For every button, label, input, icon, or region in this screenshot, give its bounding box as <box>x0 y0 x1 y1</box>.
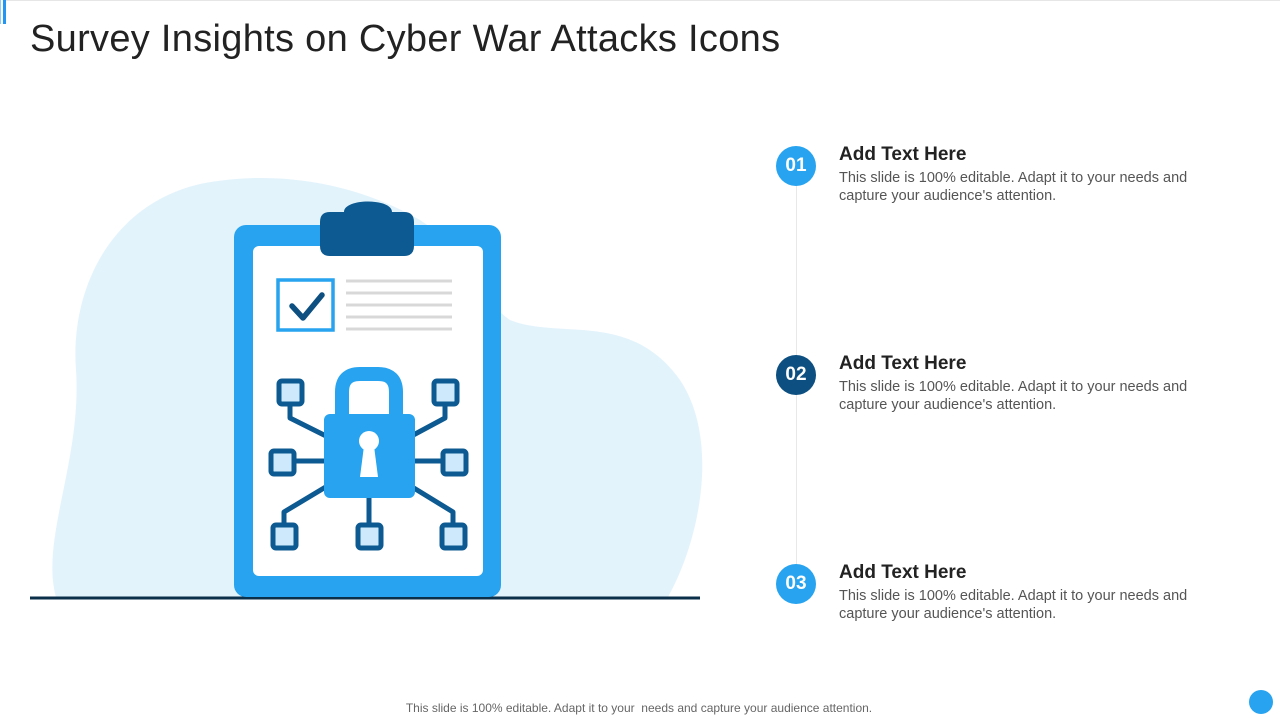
step-number-badge: 01 <box>776 146 816 186</box>
padlock-icon <box>324 367 415 498</box>
step-number-badge: 03 <box>776 564 816 604</box>
step-title: Add Text Here <box>839 562 967 583</box>
check-icon <box>276 278 335 332</box>
step-title: Add Text Here <box>839 144 967 165</box>
cyber-security-clipboard-illustration <box>30 177 703 600</box>
step-title: Add Text Here <box>839 353 967 374</box>
accent-bar-thin <box>0 0 1 24</box>
top-divider <box>6 0 1280 1</box>
step-description: This slide is 100% editable. Adapt it to… <box>839 588 1188 622</box>
accent-bar <box>3 0 6 24</box>
corner-dot <box>1249 690 1273 714</box>
step-number-badge: 02 <box>776 355 816 395</box>
network-nodes <box>268 378 469 551</box>
page-title: Survey Insights on Cyber War Attacks Ico… <box>30 18 781 60</box>
step-description: This slide is 100% editable. Adapt it to… <box>839 170 1188 204</box>
footer-note: This slide is 100% editable. Adapt it to… <box>405 701 873 715</box>
clipboard-clip <box>320 201 414 256</box>
checklist-lines <box>346 279 452 331</box>
step-description: This slide is 100% editable. Adapt it to… <box>839 379 1188 413</box>
